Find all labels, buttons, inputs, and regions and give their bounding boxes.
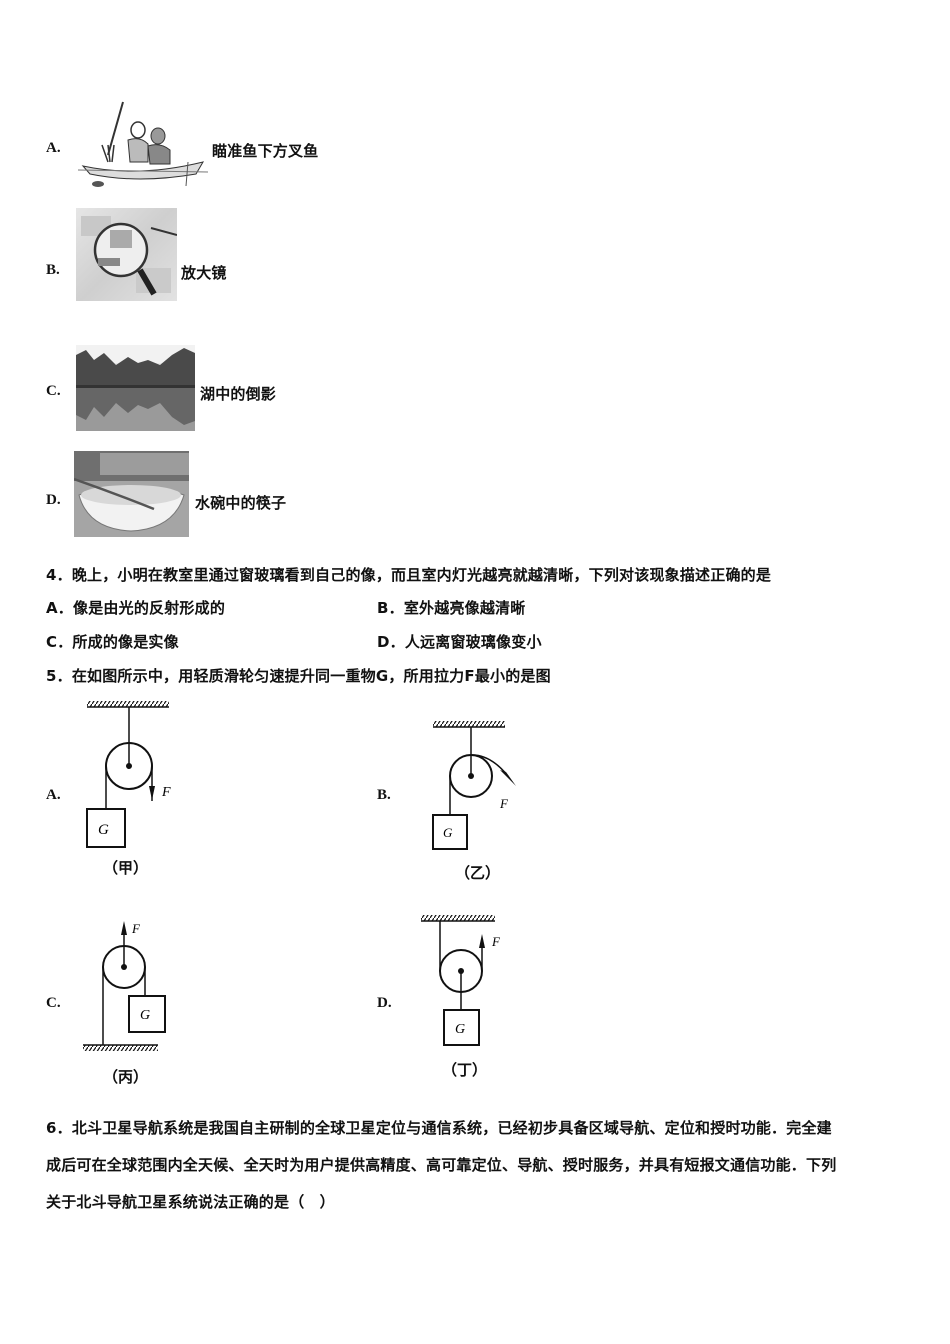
fisherman-image: [77, 101, 209, 187]
lake-reflection-image: [76, 345, 195, 431]
option-text: 所成的像是实像: [72, 633, 179, 651]
q4-option-b: B．室外越亮像越清晰: [377, 597, 525, 618]
option-label: D．: [377, 633, 405, 651]
option-label: A.: [46, 140, 61, 156]
magnifier-image: [76, 208, 177, 301]
svg-text:F: F: [499, 796, 509, 811]
pulley-diagram-jia: F G: [86, 701, 171, 848]
water-bowl-image: [74, 451, 189, 537]
option-label: C．: [46, 633, 73, 651]
question-stem: 5．在如图所示中，用轻质滑轮匀速提升同一重物G，所用拉力F最小的是图: [46, 667, 551, 685]
option-text: 水碗中的筷子: [195, 494, 287, 512]
pulley-diagram-ding: F G: [421, 915, 501, 1046]
svg-text:G: G: [443, 825, 453, 840]
option-text: 室外越亮像越清晰: [403, 599, 526, 617]
option-label: C.: [46, 995, 61, 1011]
diagram-caption: （乙）: [455, 864, 501, 882]
svg-text:F: F: [131, 921, 141, 936]
option-text: 放大镜: [181, 264, 227, 282]
question-stem: 4．晚上，小明在教室里通过窗玻璃看到自己的像，而且室内灯光越亮就越清晰，下列对该…: [46, 566, 772, 584]
q4-option-a: A．像是由光的反射形成的: [46, 597, 225, 618]
diagram-caption: （丁）: [442, 1061, 488, 1079]
option-label: B.: [377, 787, 391, 803]
diagram-caption: （甲）: [103, 859, 149, 877]
q4-option-d: D．人远离窗玻璃像变小: [377, 631, 542, 652]
question-line: 6．北斗卫星导航系统是我国自主研制的全球卫星定位与通信系统，已经初步具备区域导航…: [46, 1119, 832, 1137]
question-line: 关于北斗导航卫星系统说法正确的是（ ）: [46, 1193, 335, 1211]
option-label: A.: [46, 787, 61, 803]
diagram-caption: （丙）: [103, 1068, 149, 1086]
option-text: 像是由光的反射形成的: [73, 599, 226, 617]
svg-text:G: G: [98, 822, 109, 838]
option-text: 湖中的倒影: [200, 385, 277, 403]
question-line: 成后可在全球范围内全天候、全天时为用户提供高精度、高可靠定位、导航、授时服务，并…: [46, 1156, 837, 1174]
svg-text:G: G: [455, 1022, 465, 1037]
option-text: 人远离窗玻璃像变小: [404, 633, 542, 651]
option-label: D.: [377, 995, 392, 1011]
option-label: A．: [46, 599, 74, 617]
pulley-diagram-bing: F G: [83, 921, 166, 1051]
svg-text:F: F: [491, 934, 501, 949]
svg-text:G: G: [140, 1008, 150, 1023]
option-label: D.: [46, 492, 61, 508]
svg-text:F: F: [161, 785, 171, 800]
option-label: B．: [377, 599, 404, 617]
q4-option-c: C．所成的像是实像: [46, 631, 179, 652]
option-text: 瞄准鱼下方叉鱼: [212, 142, 319, 160]
option-label: B.: [46, 262, 60, 278]
pulley-diagram-yi: F G: [432, 721, 516, 850]
option-label: C.: [46, 383, 61, 399]
